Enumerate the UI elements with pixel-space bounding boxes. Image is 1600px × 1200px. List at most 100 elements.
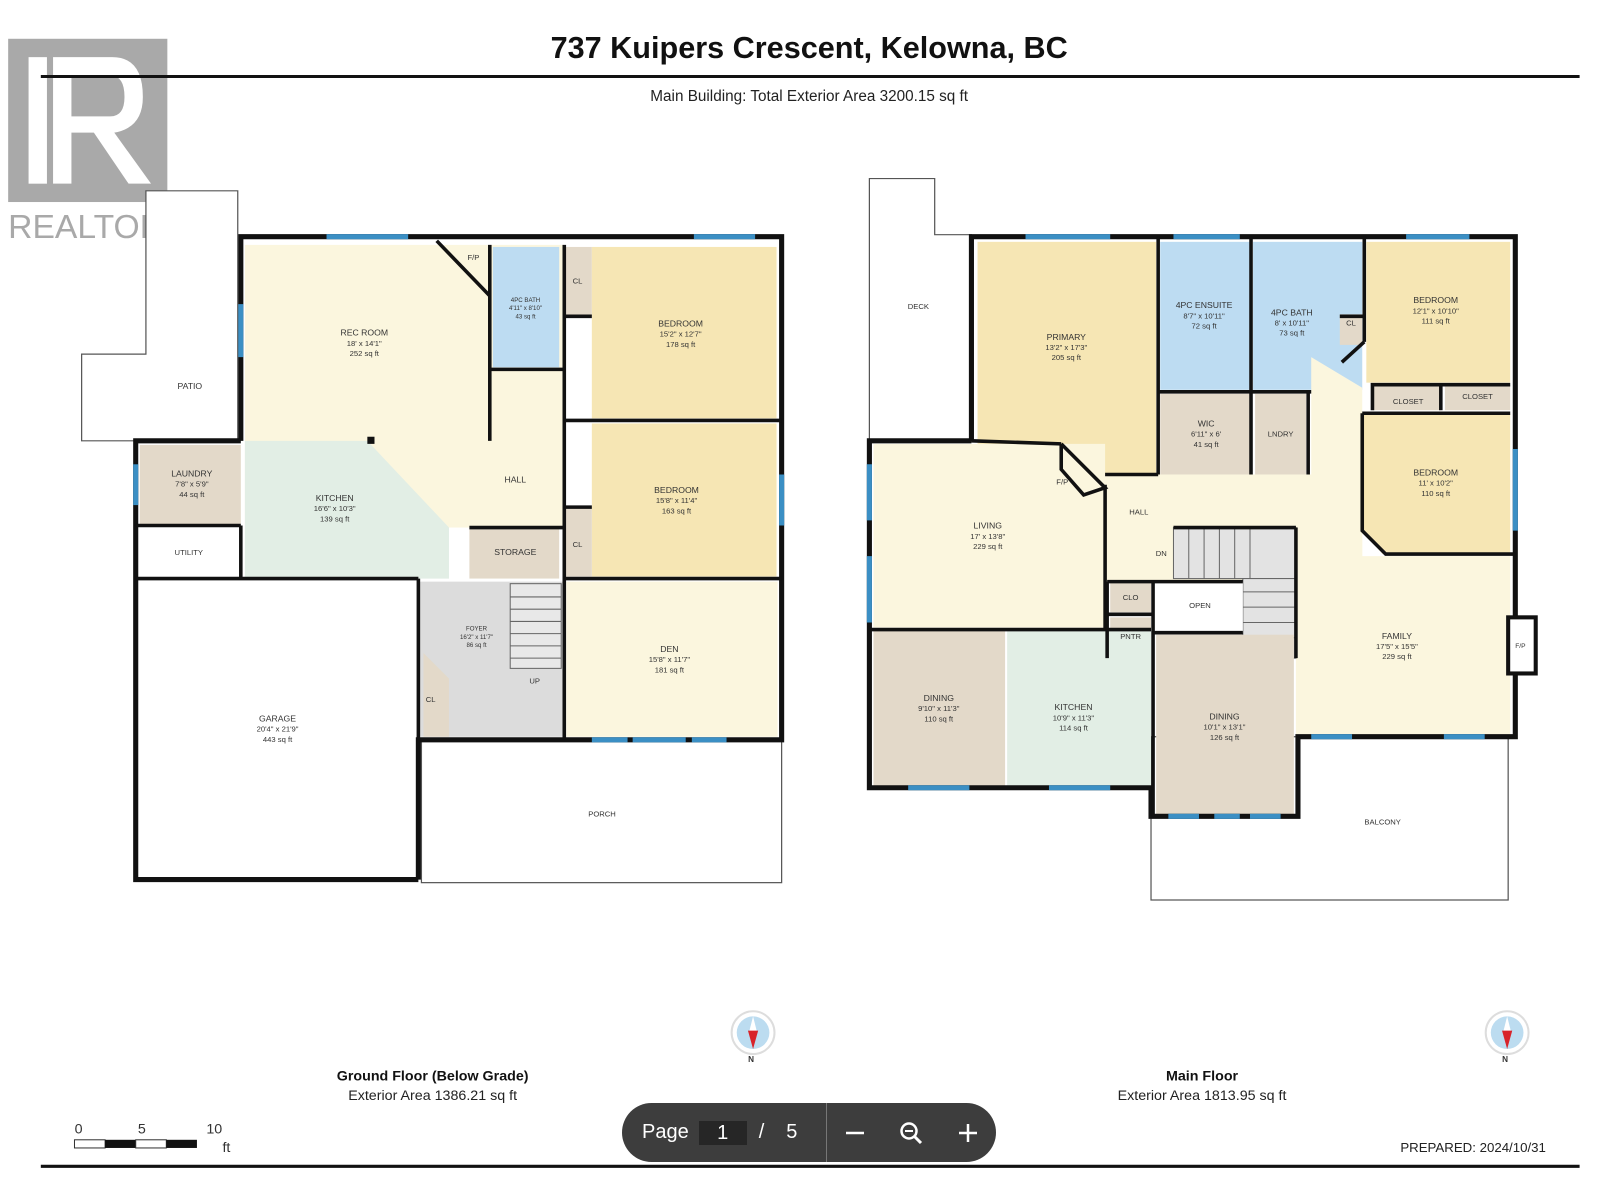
room-dims: 17'5" x 15'5": [1376, 642, 1418, 651]
room-dims: 8'7" x 10'11": [1183, 311, 1225, 320]
room-area: 73 sq ft: [1279, 329, 1305, 338]
room-area: 126 sq ft: [1210, 733, 1240, 742]
room-dims: 9'10" x 11'3": [918, 704, 960, 713]
room-area: 229 sq ft: [1382, 652, 1412, 661]
bath: [492, 246, 560, 368]
room-dims: 20'4" x 21'9": [257, 725, 299, 734]
stairs-up-label: UP: [529, 677, 540, 686]
minus-icon: [846, 1131, 865, 1134]
room-name: REC ROOM: [340, 328, 388, 338]
porch-label: PORCH: [588, 809, 616, 818]
dining: [1156, 634, 1294, 815]
storage: [469, 528, 560, 579]
kitchen: [1007, 630, 1152, 786]
room-name: 4PC ENSUITE: [1176, 300, 1233, 310]
room-name: FAMILY: [1382, 631, 1412, 641]
room-area: 178 sq ft: [666, 340, 696, 349]
primary-bedroom: [977, 241, 1157, 475]
ensuite: [1160, 241, 1250, 390]
scale-tick: 5: [138, 1122, 146, 1138]
pdf-toolbar: Page 1 / 5: [622, 1103, 996, 1162]
stairs: [509, 583, 562, 669]
room-name: DINING: [924, 693, 955, 703]
compass-label: N: [1502, 1055, 1508, 1064]
compass-icon: N: [730, 1010, 776, 1064]
closet: [1444, 384, 1511, 411]
room-area: 111 sq ft: [1422, 316, 1451, 325]
room-dims: 15'8" x 11'4": [656, 496, 698, 505]
room-dims: 16'2" x 11'7": [460, 634, 493, 641]
room-name: BEDROOM: [1413, 295, 1458, 305]
closet: [564, 507, 592, 577]
closet: [1339, 314, 1363, 345]
room-name: LIVING: [974, 521, 1003, 531]
fireplace-label: F/P: [468, 253, 480, 262]
closet-label: CL: [1346, 319, 1356, 328]
room-name: PRIMARY: [1047, 332, 1087, 342]
room-area: 110 sq ft: [924, 714, 954, 723]
page-number-input[interactable]: 1: [698, 1120, 747, 1145]
room-area: 181 sq ft: [655, 665, 685, 674]
closet-label: CL: [426, 695, 436, 704]
magnifier-icon: [900, 1121, 923, 1144]
zoom-in-button[interactable]: [950, 1115, 986, 1151]
open-label: OPEN: [1189, 601, 1211, 610]
closet: [423, 653, 449, 737]
room-dims: 10'9" x 11'3": [1053, 713, 1095, 722]
fireplace-label: F/P: [1056, 478, 1068, 487]
room-dims: 4'11" x 8'10": [509, 305, 542, 312]
page-title: 737 Kuipers Crescent, Kelowna, BC: [551, 31, 1068, 65]
walk-in-closet: [1160, 393, 1250, 475]
stairs-down-label: DN: [1156, 549, 1167, 558]
page-navigator: Page 1 / 5: [622, 1103, 827, 1162]
plus-icon: [958, 1123, 977, 1142]
pantry-label: PNTR: [1120, 632, 1141, 641]
room-name: GARAGE: [259, 713, 296, 723]
scale-unit: ft: [222, 1140, 230, 1156]
room-dims: 11' x 10'2": [1419, 479, 1454, 488]
laundry-label: LNDRY: [1268, 430, 1294, 439]
hall-label: HALL: [1129, 507, 1148, 516]
room-name: DINING: [1209, 711, 1240, 721]
room-name: WIC: [1198, 419, 1215, 429]
page-separator: /: [758, 1121, 765, 1143]
deck-label: DECK: [908, 302, 930, 311]
room-dims: 8' x 10'11": [1275, 319, 1310, 328]
exterior-wall: [968, 234, 1518, 618]
page-label: Page: [642, 1121, 689, 1143]
bedroom: [591, 246, 777, 419]
zoom-out-button[interactable]: [837, 1115, 873, 1151]
room-name: 4PC BATH: [1271, 307, 1313, 317]
compass-icon: N: [1484, 1010, 1530, 1064]
scale-tick: 10: [206, 1122, 222, 1138]
room-dims: 13'2" x 17'3": [1045, 343, 1087, 352]
patio-label: PATIO: [177, 381, 202, 391]
room-name: 4PC BATH: [511, 297, 540, 304]
room-name: KITCHEN: [316, 493, 354, 503]
compass-label: N: [748, 1055, 754, 1064]
laundry: [139, 444, 241, 525]
open-to-below: [1156, 581, 1243, 633]
room-area: 110 sq ft: [1421, 489, 1451, 498]
reset-zoom-button[interactable]: [893, 1115, 929, 1151]
prepared-date: PREPARED: 2024/10/31: [1400, 1140, 1546, 1155]
room-area: 72 sq ft: [1192, 322, 1218, 331]
room-name: BEDROOM: [658, 319, 703, 329]
closet: [564, 246, 592, 317]
room-name: DEN: [660, 644, 678, 654]
closet-label: CLOSET: [1393, 397, 1424, 406]
closet: [1110, 581, 1152, 613]
total-pages: 5: [786, 1121, 798, 1143]
bedroom: [1366, 241, 1511, 383]
realtor-logo: REALTOR®: [8, 38, 189, 246]
hall-label: HALL: [504, 475, 526, 485]
fireplace: [1506, 615, 1538, 676]
ground-floor-area: Exterior Area 1386.21 sq ft: [348, 1088, 517, 1104]
room-area: 44 sq ft: [179, 490, 205, 499]
fireplace-label: F/P: [1515, 643, 1526, 650]
room-name: LAUNDRY: [171, 469, 212, 479]
laundry: [1255, 393, 1307, 475]
room-area: 114 sq ft: [1059, 724, 1089, 733]
balcony-label: BALCONY: [1364, 817, 1401, 826]
